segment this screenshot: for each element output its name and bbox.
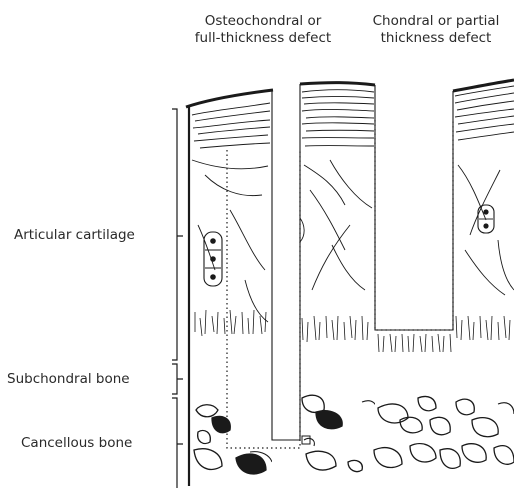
bone-trabeculae-right [456,399,514,464]
articular-bracket [172,109,183,360]
right-surface [453,80,514,91]
cancellous-bracket [172,398,183,488]
chondral-base-tissue [378,334,451,352]
chondral-defect-walls [375,85,453,330]
bone-trabeculae-lower [374,396,460,468]
osteochondral-defect-outline [227,150,300,448]
middle-tissue [300,90,376,472]
bone-trabeculae-left [194,405,272,474]
subchondral-bracket [172,364,183,394]
layer-brackets [172,109,183,488]
defect-outlines [227,120,453,448]
chondral-defect-outline [375,120,453,330]
tissue-outlines [186,80,514,486]
small-marker [302,436,310,444]
bone-trabeculae-middle [302,395,376,471]
left-tissue [192,103,272,474]
right-tissue [455,86,514,464]
osteochondral-defect-walls [272,84,300,440]
chondrocyte-cluster-left [204,232,222,286]
middle-surface [300,83,375,85]
